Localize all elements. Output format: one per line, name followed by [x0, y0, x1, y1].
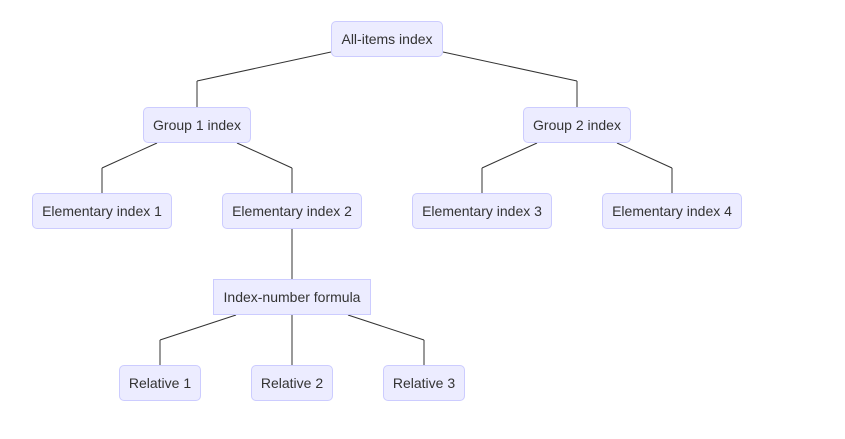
node-group-1-index: Group 1 index — [143, 107, 251, 143]
node-index-number-formula: Index-number formula — [213, 279, 371, 315]
node-elementary-index-3: Elementary index 3 — [412, 193, 552, 229]
edge-formula-to-rel3 — [347, 314, 425, 341]
node-relative-1: Relative 1 — [119, 365, 201, 401]
edge-group2-to-elem4 — [616, 142, 673, 169]
edge-all-items-to-group2 — [442, 51, 578, 82]
node-group-2-index: Group 2 index — [523, 107, 631, 143]
node-all-items-index: All-items index — [331, 21, 443, 57]
node-relative-3: Relative 3 — [383, 365, 465, 401]
edge-group1-to-elem1 — [101, 142, 158, 169]
edge-group2-to-elem3 — [481, 142, 538, 169]
edge-formula-to-rel1 — [159, 314, 237, 341]
node-relative-2: Relative 2 — [251, 365, 333, 401]
node-elementary-index-4: Elementary index 4 — [602, 193, 742, 229]
edge-all-items-to-group1 — [196, 51, 332, 82]
node-elementary-index-2: Elementary index 2 — [222, 193, 362, 229]
node-elementary-index-1: Elementary index 1 — [32, 193, 172, 229]
edge-group1-to-elem2 — [236, 142, 293, 169]
